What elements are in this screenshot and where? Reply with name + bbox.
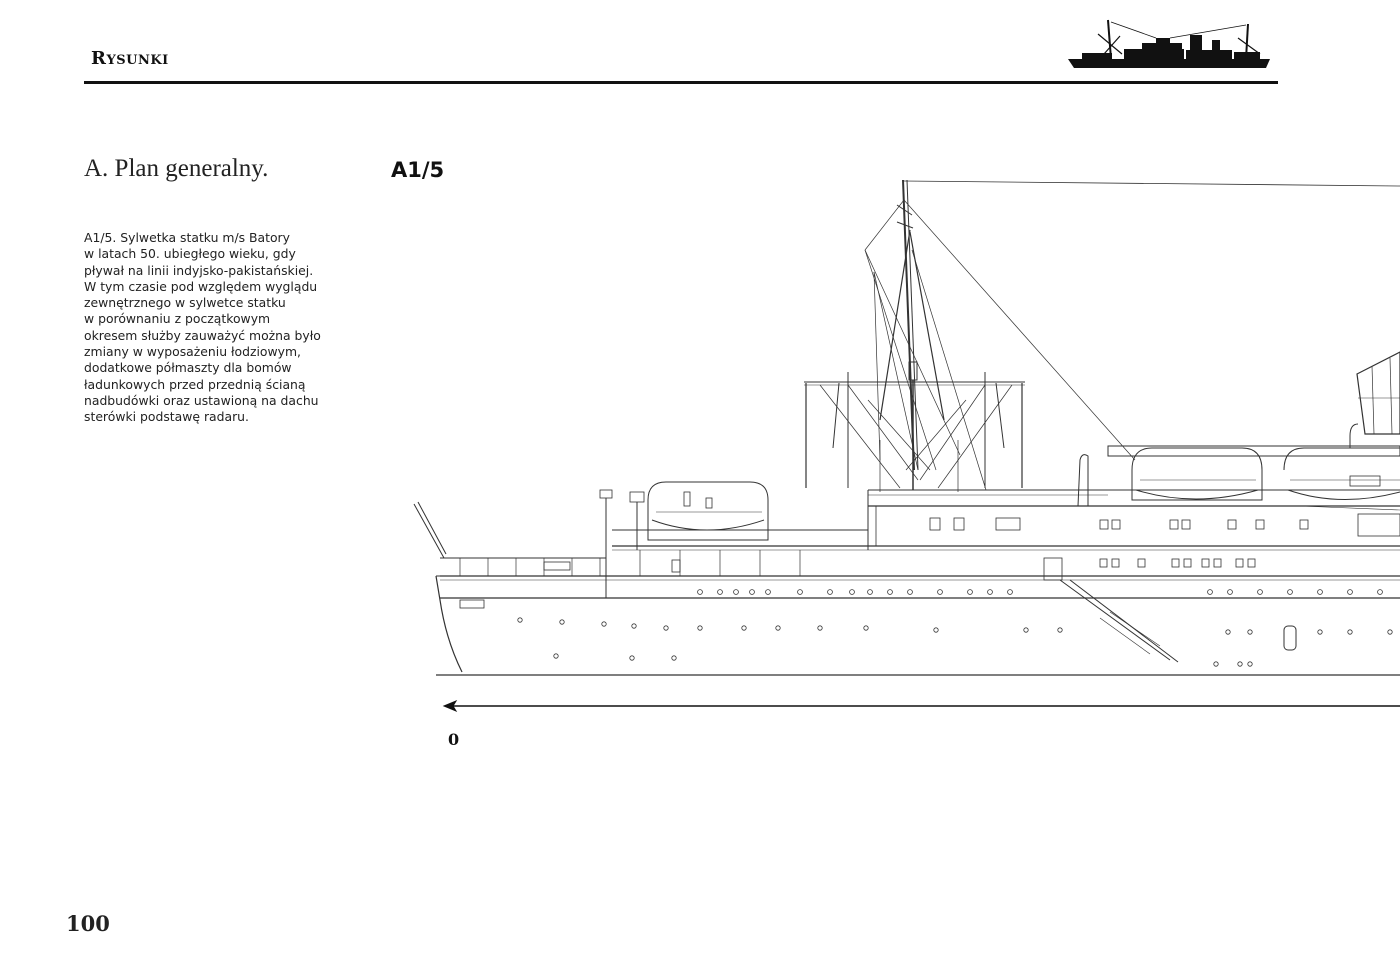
caption-line: dodatkowe półmaszty dla bomów	[84, 360, 292, 376]
caption-line: sterówki podstawę radaru.	[84, 409, 249, 425]
header-rule	[84, 81, 1278, 84]
caption-line: w porównaniu z początkowym	[84, 311, 271, 327]
caption-line: nadbudówki oraz ustawioną na dachu	[84, 392, 319, 408]
caption-line: zmiany w wyposażeniu łodziowym,	[84, 344, 301, 360]
caption-line: zewnętrznego w sylwetce statku	[84, 295, 286, 311]
caption-line: w latach 50. ubiegłego wieku, gdy	[84, 246, 296, 262]
figure-id: A1/5	[391, 158, 445, 182]
section-title: Rysunki	[91, 48, 169, 69]
caption-line: okresem służby zauważyć można było	[84, 327, 321, 343]
caption-line: ładunkowych przed przednią ścianą	[84, 376, 306, 392]
scale-zero-label: 0	[448, 730, 460, 749]
page-title: A. Plan generalny.	[84, 155, 269, 182]
caption-line: pływał na linii indyjsko-pakistańskiej.	[84, 262, 314, 278]
caption-line: W tym czasie pod względem wyglądu	[84, 278, 318, 294]
figure-caption: A1/5. Sylwetka statku m/s Batory w latac…	[84, 230, 334, 426]
ship-silhouette-icon	[1068, 19, 1270, 68]
page-number: 100	[66, 911, 110, 936]
caption-line: A1/5. Sylwetka statku m/s Batory	[84, 230, 290, 245]
